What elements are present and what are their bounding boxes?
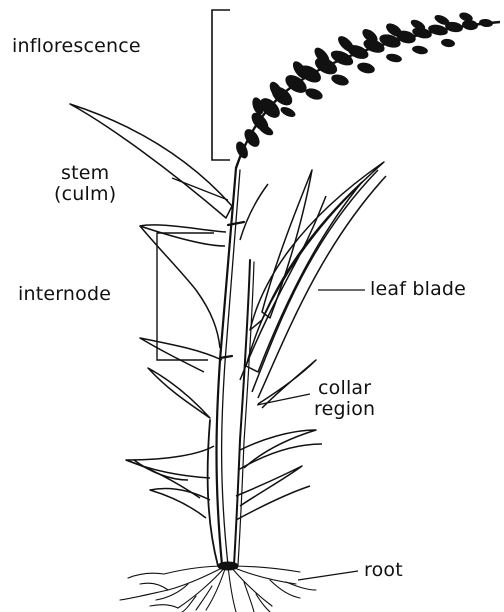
inflorescence-bracket [212, 10, 230, 160]
label-culm: (culm) [54, 184, 116, 205]
label-stem: stem [54, 163, 116, 184]
leaf-blades [70, 104, 386, 520]
root-leader [298, 571, 358, 580]
label-leaf-blade: leaf blade [370, 279, 466, 300]
label-inflorescence: inflorescence [12, 36, 141, 57]
roots [120, 562, 316, 612]
label-collar-region: collar region [314, 378, 375, 420]
label-region: region [314, 399, 375, 420]
label-collar: collar [314, 378, 375, 399]
label-root: root [364, 560, 403, 581]
label-internode: internode [18, 284, 111, 305]
label-stem-culm: stem (culm) [54, 163, 116, 205]
internode-bracket [157, 233, 214, 360]
inflorescence [234, 11, 500, 168]
